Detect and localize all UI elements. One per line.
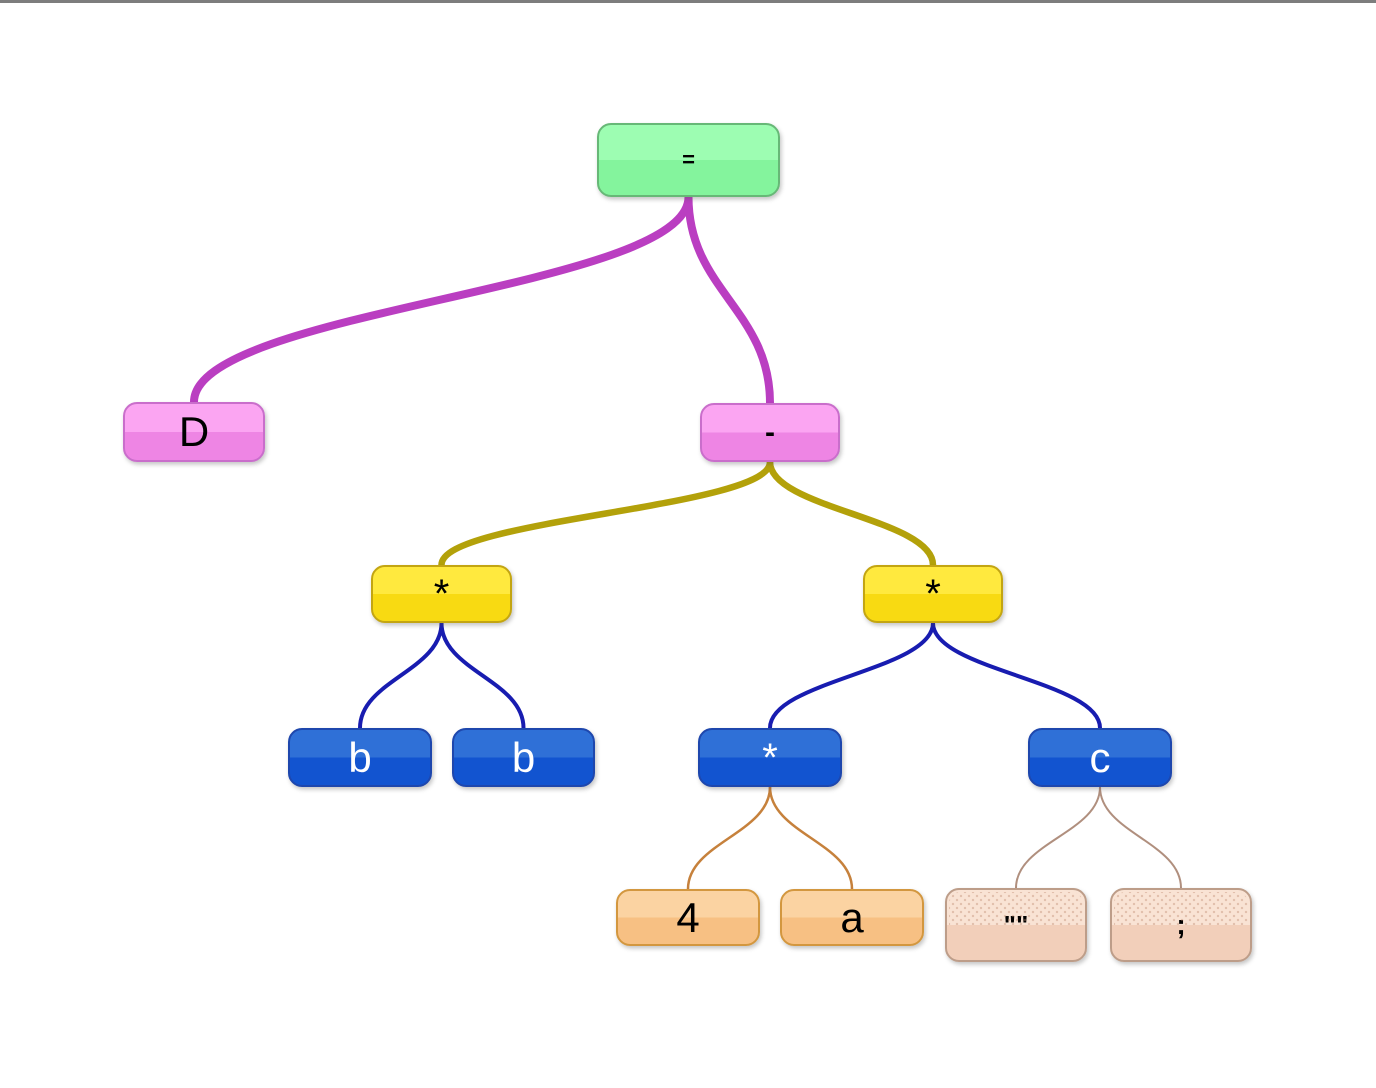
node-label: * bbox=[925, 572, 941, 616]
edge-minus-mul-l bbox=[438, 461, 774, 566]
tree-node-mul-l: * bbox=[371, 565, 512, 623]
tree-node-four: 4 bbox=[616, 889, 760, 946]
edge-mul-l-b1 bbox=[358, 622, 444, 729]
edge-c-quotes bbox=[1015, 786, 1101, 889]
tree-node-eq: = bbox=[597, 123, 780, 197]
node-label: 4 bbox=[676, 893, 700, 941]
node-label: "" bbox=[1003, 910, 1029, 940]
tree-node-quotes: "" bbox=[945, 888, 1087, 962]
node-label: = bbox=[682, 147, 695, 172]
edge-mul-l-b2 bbox=[439, 622, 526, 729]
edge-mul-r-mul-c bbox=[768, 622, 935, 729]
tree-node-c: c bbox=[1028, 728, 1172, 787]
node-label: c bbox=[1089, 733, 1111, 781]
node-label: b bbox=[511, 733, 536, 781]
node-label: * bbox=[433, 572, 450, 616]
top-border-rule bbox=[0, 0, 1376, 3]
tree-node-b1: b bbox=[288, 728, 432, 787]
edge-mul-r-c bbox=[931, 622, 1102, 729]
edge-eq-d bbox=[190, 196, 693, 403]
node-label: D bbox=[178, 408, 210, 455]
tree-node-mul-c: * bbox=[698, 728, 842, 787]
tree-node-semi: ; bbox=[1110, 888, 1252, 962]
edge-eq-minus bbox=[684, 196, 774, 404]
node-label: - bbox=[765, 415, 775, 449]
edge-minus-mul-r bbox=[766, 461, 937, 566]
tree-node-a: a bbox=[780, 889, 924, 946]
edge-mul-c-four bbox=[686, 786, 772, 890]
tree-node-b2: b bbox=[452, 728, 595, 787]
tree-node-minus: - bbox=[700, 403, 840, 462]
node-label: * bbox=[762, 735, 778, 780]
node-label: ; bbox=[1176, 909, 1186, 940]
node-label: b bbox=[348, 733, 372, 781]
node-label: a bbox=[840, 893, 864, 941]
edge-mul-c-a bbox=[768, 786, 854, 890]
edge-c-semi bbox=[1099, 786, 1182, 889]
tree-node-mul-r: * bbox=[863, 565, 1003, 623]
tree-node-d: D bbox=[123, 402, 265, 462]
